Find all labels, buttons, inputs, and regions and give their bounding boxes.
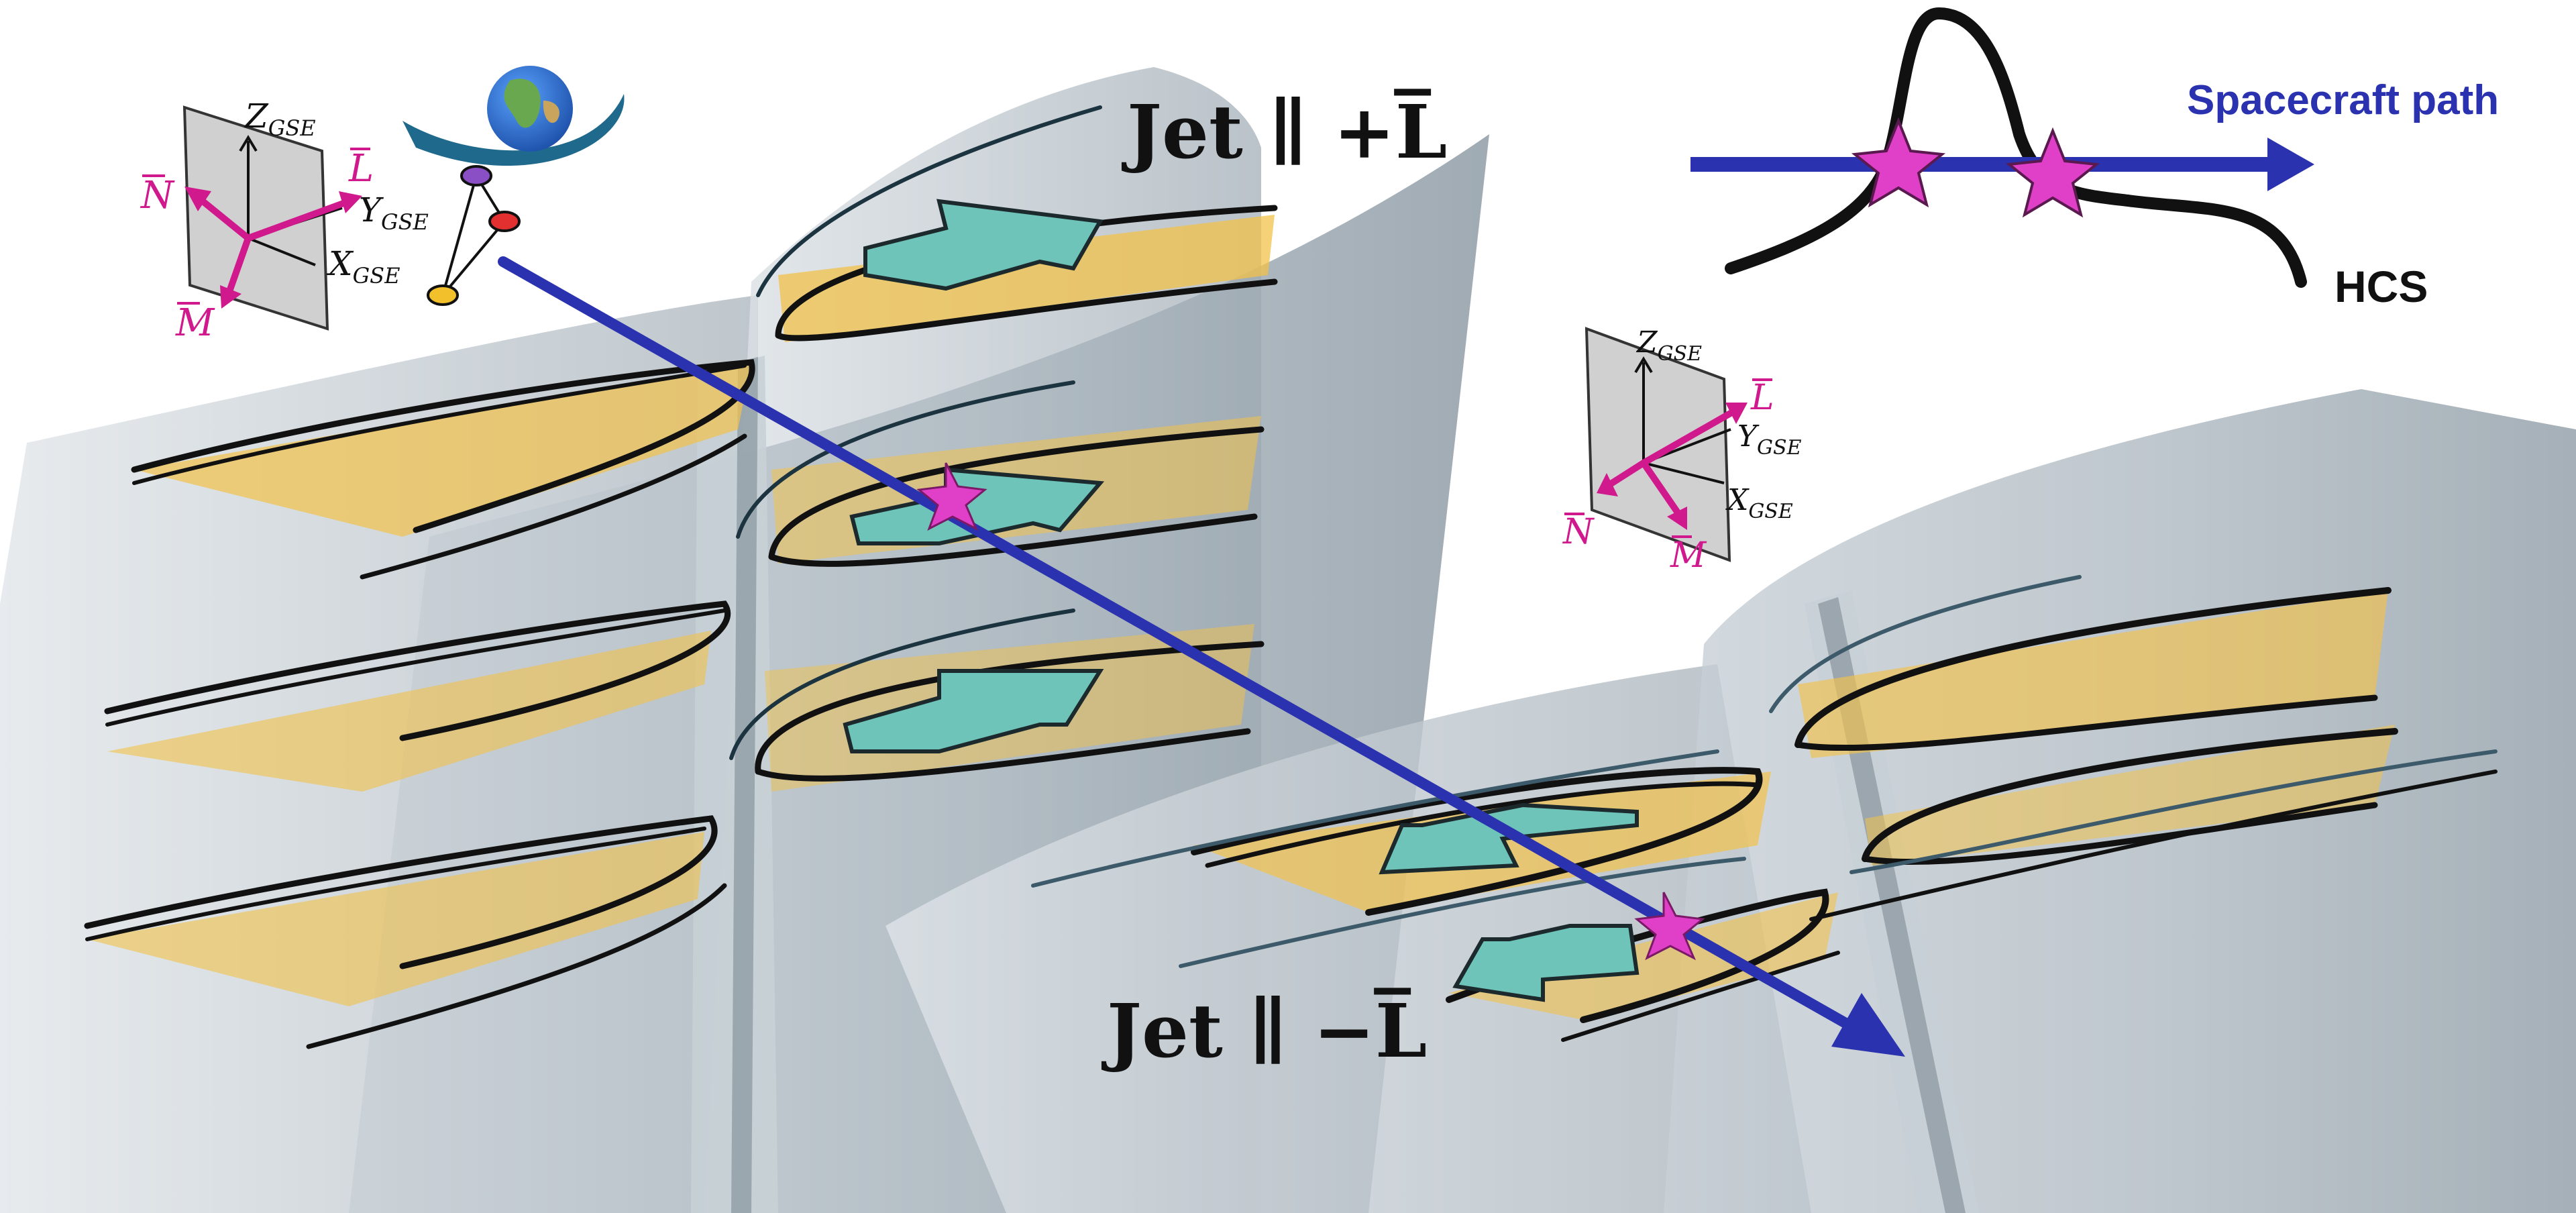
right-flux-sheets (1031, 575, 2498, 1042)
star-marker-icon (1634, 892, 1705, 961)
jet-label-minus-l: Jet ∥ −L̅ (1101, 987, 1427, 1074)
axis-label-n-left: N (140, 174, 175, 217)
axis-label-y-left: YGSE (359, 191, 429, 235)
spacecraft-formation-icon (427, 165, 521, 306)
jet-arrow-upper (863, 199, 1104, 291)
svg-text:YGSE: YGSE (1737, 419, 1802, 460)
star-marker-icon (916, 462, 987, 531)
axis-label-m-right: M (1670, 535, 1707, 576)
spacecraft-path-label: Spacecraft path (2187, 77, 2499, 123)
crossing-stars (916, 462, 1705, 961)
jet-arrow-right-upper (1379, 802, 1639, 875)
star-marker-icon (2005, 127, 2100, 218)
svg-text:ZGSE: ZGSE (244, 97, 316, 141)
svg-text:YGSE: YGSE (359, 191, 429, 235)
axis-label-l-right: L (1750, 378, 1774, 418)
inset-path-arrowhead (2267, 138, 2314, 191)
jet-arrows-minus-l (1379, 802, 1640, 1002)
coordinate-frame-right: ZGSE YGSE XGSE N M L (1562, 325, 1802, 576)
axis-label-x-right: XGSE (1725, 483, 1793, 523)
svg-text:XGSE: XGSE (326, 244, 400, 288)
svg-text:XGSE: XGSE (1725, 483, 1793, 523)
jet-arrow-right-lower (1452, 924, 1640, 1002)
hcs-inset: Spacecraft path HCS (1690, 7, 2499, 311)
jet-arrows-plus-l (843, 199, 1105, 753)
svg-text:ZGSE: ZGSE (1635, 325, 1702, 366)
jet-label-plus-l: Jet ∥ +L̅ (1121, 88, 1447, 175)
axis-label-z-left: ZGSE (244, 97, 316, 141)
hcs-label: HCS (2334, 262, 2428, 311)
axis-label-l-left: L (348, 147, 374, 191)
jet-arrow-lower (843, 669, 1104, 753)
earth-icon (402, 66, 625, 166)
spacecraft-trajectory (498, 256, 1905, 1057)
axis-label-y-right: YGSE (1737, 419, 1802, 460)
axis-label-n-right: N (1562, 512, 1595, 552)
axis-label-m-left: M (175, 301, 215, 345)
axis-label-x-left: XGSE (326, 244, 400, 288)
hcs-curve (1725, 7, 2307, 288)
axis-label-z-right: ZGSE (1635, 325, 1702, 366)
star-marker-icon (1851, 117, 1946, 208)
coordinate-frame-left: ZGSE YGSE XGSE N M L (140, 97, 429, 345)
